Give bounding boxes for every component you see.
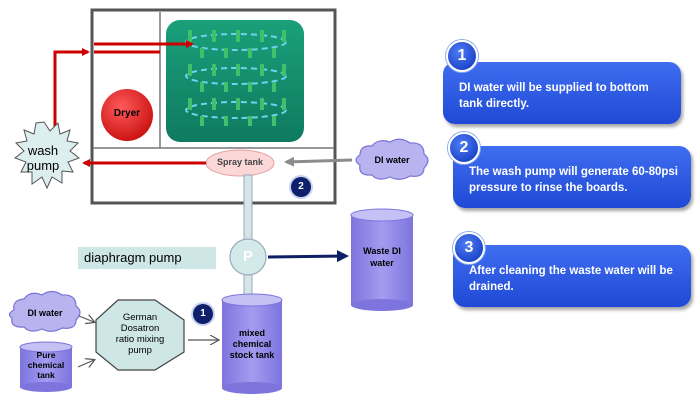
waste-di-water-label: Waste DI water (363, 246, 401, 268)
spray-jets (188, 30, 286, 126)
step-3-number: 3 (453, 232, 485, 264)
mixed-chemical-stock-tank (221, 293, 283, 394)
step-card-3: After cleaning the waste water will be d… (453, 245, 691, 307)
di-water-cloud-left (8, 290, 81, 332)
dryer-label: Dryer (113, 108, 141, 119)
step-2-number: 2 (448, 132, 480, 164)
dryer (101, 89, 153, 141)
diaphragm-pump (229, 238, 267, 276)
waste-di-tank (350, 208, 414, 311)
di-water-cloud-right (355, 138, 429, 180)
feed-arrows (77, 316, 218, 367)
pure-chemical-tank (19, 341, 73, 392)
german-dosatron-pump (95, 299, 185, 371)
spray-tank-label: Spray tank (216, 157, 264, 167)
step-2-text: The wash pump will generate 60-80psi pre… (469, 166, 678, 194)
pump-to-waste-arrow (267, 250, 349, 263)
pump-symbol: P (242, 248, 253, 265)
step-card-2: The wash pump will generate 60-80psi pre… (453, 146, 691, 208)
mixed-chemical-stock-tank-label: mixed chemical stock tank (229, 328, 275, 360)
german-dosatron-label: German Dosatron ratio mixing pump (115, 312, 165, 356)
step-1-text: DI water will be supplied to bottom tank… (459, 82, 649, 110)
dosatron-badge: 1 (193, 304, 213, 324)
step-3-text: After cleaning the waste water will be d… (469, 265, 673, 293)
diaphragm-pump-label: diaphragm pump (78, 247, 216, 269)
wash-pump-label: wash pump (26, 143, 60, 173)
di-water-left-label: DI water (27, 308, 63, 318)
pure-chemical-tank-label: Pure chemical tank (27, 350, 65, 380)
wash-pump (13, 121, 81, 190)
vertical-pipe (243, 174, 253, 301)
di-water-right-label: DI water (374, 155, 410, 165)
di-to-spray-arrow (284, 156, 353, 167)
step-card-1: DI water will be supplied to bottom tank… (443, 62, 681, 124)
step-1-number: 1 (446, 40, 478, 72)
red-piping (53, 40, 206, 167)
spray-tank-badge: 2 (291, 177, 311, 197)
